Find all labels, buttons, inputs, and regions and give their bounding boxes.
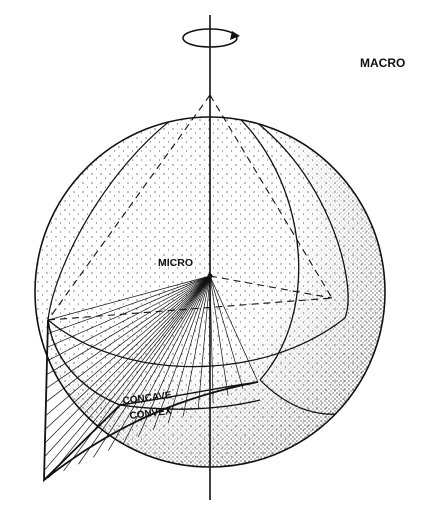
fan-ray-line [48, 275, 211, 479]
macro-label: MACRO [360, 56, 405, 70]
fan-ray-line [209, 275, 244, 389]
radial-fan-lines [43, 275, 259, 479]
meridian-lines [47, 117, 373, 415]
fan-ray-line [46, 275, 211, 389]
fan-ray-line [152, 275, 211, 431]
fan-ray-line [43, 275, 211, 471]
fan-ray-line [167, 275, 211, 424]
rotation-arrow-icon [182, 28, 240, 48]
fan-ray-line [209, 275, 229, 396]
fan-ray-line [93, 275, 211, 458]
micro-point [207, 273, 213, 279]
fan-ray-line [47, 275, 211, 348]
fan-ray-line [44, 275, 211, 457]
convex-label: CONVEX [129, 406, 173, 422]
cutaway-wedge [43, 319, 261, 483]
fan-ray-line [46, 275, 211, 376]
fan-ray-line [108, 275, 211, 451]
fan-ray-line [137, 275, 211, 437]
fan-ray-line [123, 275, 211, 444]
fan-ray-line [47, 275, 211, 335]
fan-ray-line [47, 275, 211, 321]
fan-ray-line [182, 275, 211, 417]
fan-ray-line [209, 275, 259, 383]
fan-ray-line [45, 275, 211, 430]
fan-ray-line [45, 275, 211, 416]
fan-ray-line [45, 275, 211, 403]
fan-ray-line [44, 275, 211, 444]
fan-ray-line [63, 275, 211, 472]
micro-label: MICRO [158, 257, 193, 269]
fan-ray-line [46, 275, 211, 362]
fan-ray-line [197, 275, 211, 410]
fan-ray-line [78, 275, 211, 465]
